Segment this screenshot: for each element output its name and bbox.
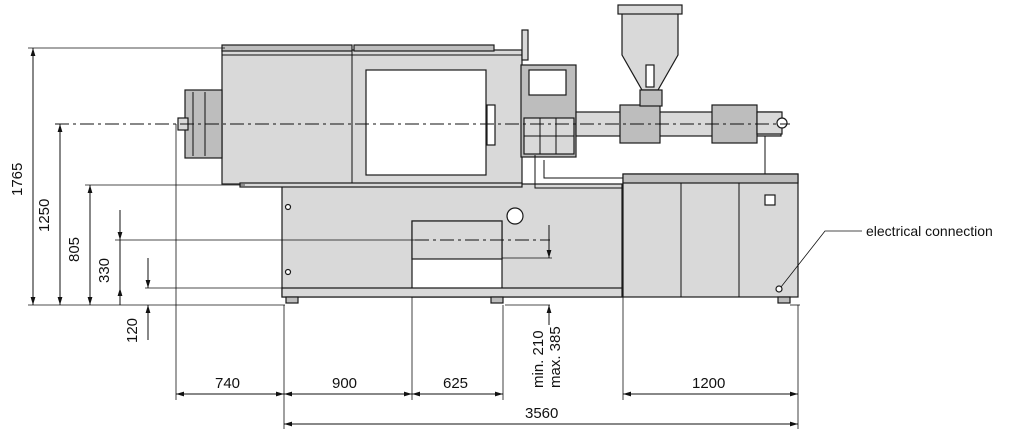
reference-lines bbox=[28, 47, 800, 306]
machine-foot bbox=[490, 296, 504, 304]
dim-adjust-min: min. 210 bbox=[530, 330, 547, 388]
dim-mould-height: 805 bbox=[66, 237, 83, 262]
dim-adjust-max: max. 385 bbox=[547, 326, 564, 388]
electrical-connection-point bbox=[775, 285, 783, 293]
safety-window bbox=[365, 69, 487, 176]
dim-unit-length: 1200 bbox=[692, 375, 725, 392]
horizontal-dimensions: 740 900 625 1200 3560 bbox=[175, 124, 799, 429]
dim-pit-width: 625 bbox=[443, 375, 468, 392]
machine-foot bbox=[285, 296, 299, 304]
dim-total-length: 3560 bbox=[525, 405, 558, 422]
dim-pit-height: 330 bbox=[96, 258, 113, 283]
dim-axis-height: 1250 bbox=[36, 199, 53, 232]
dim-total-height: 1765 bbox=[9, 163, 26, 196]
dim-clamp-overhang: 740 bbox=[215, 375, 240, 392]
machine bbox=[177, 4, 799, 304]
dim-foot-height: 120 bbox=[124, 318, 141, 343]
machine-foot bbox=[777, 296, 791, 304]
vertical-dimensions: 1765 1250 805 330 120 min. 210 max. 385 bbox=[9, 48, 564, 388]
dim-platen-span: 900 bbox=[332, 375, 357, 392]
electrical-cabinet bbox=[622, 173, 799, 298]
electrical-connection-label: electrical connection bbox=[866, 223, 993, 239]
electrical-connection-callout: electrical connection bbox=[780, 223, 993, 288]
